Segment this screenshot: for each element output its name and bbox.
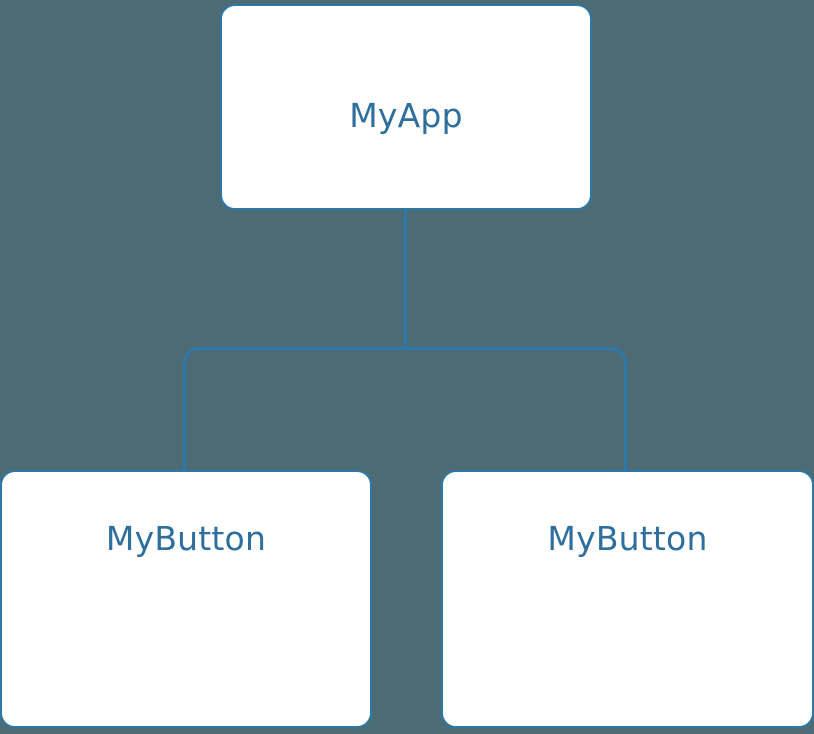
node-title-child-0: MyButton <box>105 519 267 558</box>
node-title-root: MyApp <box>349 96 463 135</box>
tree-node-child-1[interactable] <box>441 470 814 728</box>
edge-root-to-child-1 <box>405 346 628 470</box>
edge-root-to-child-0 <box>182 346 406 470</box>
tree-node-child-0[interactable] <box>0 470 372 728</box>
node-title-child-1: MyButton <box>547 519 708 558</box>
tree-node-root[interactable]: MyApp <box>220 4 592 210</box>
